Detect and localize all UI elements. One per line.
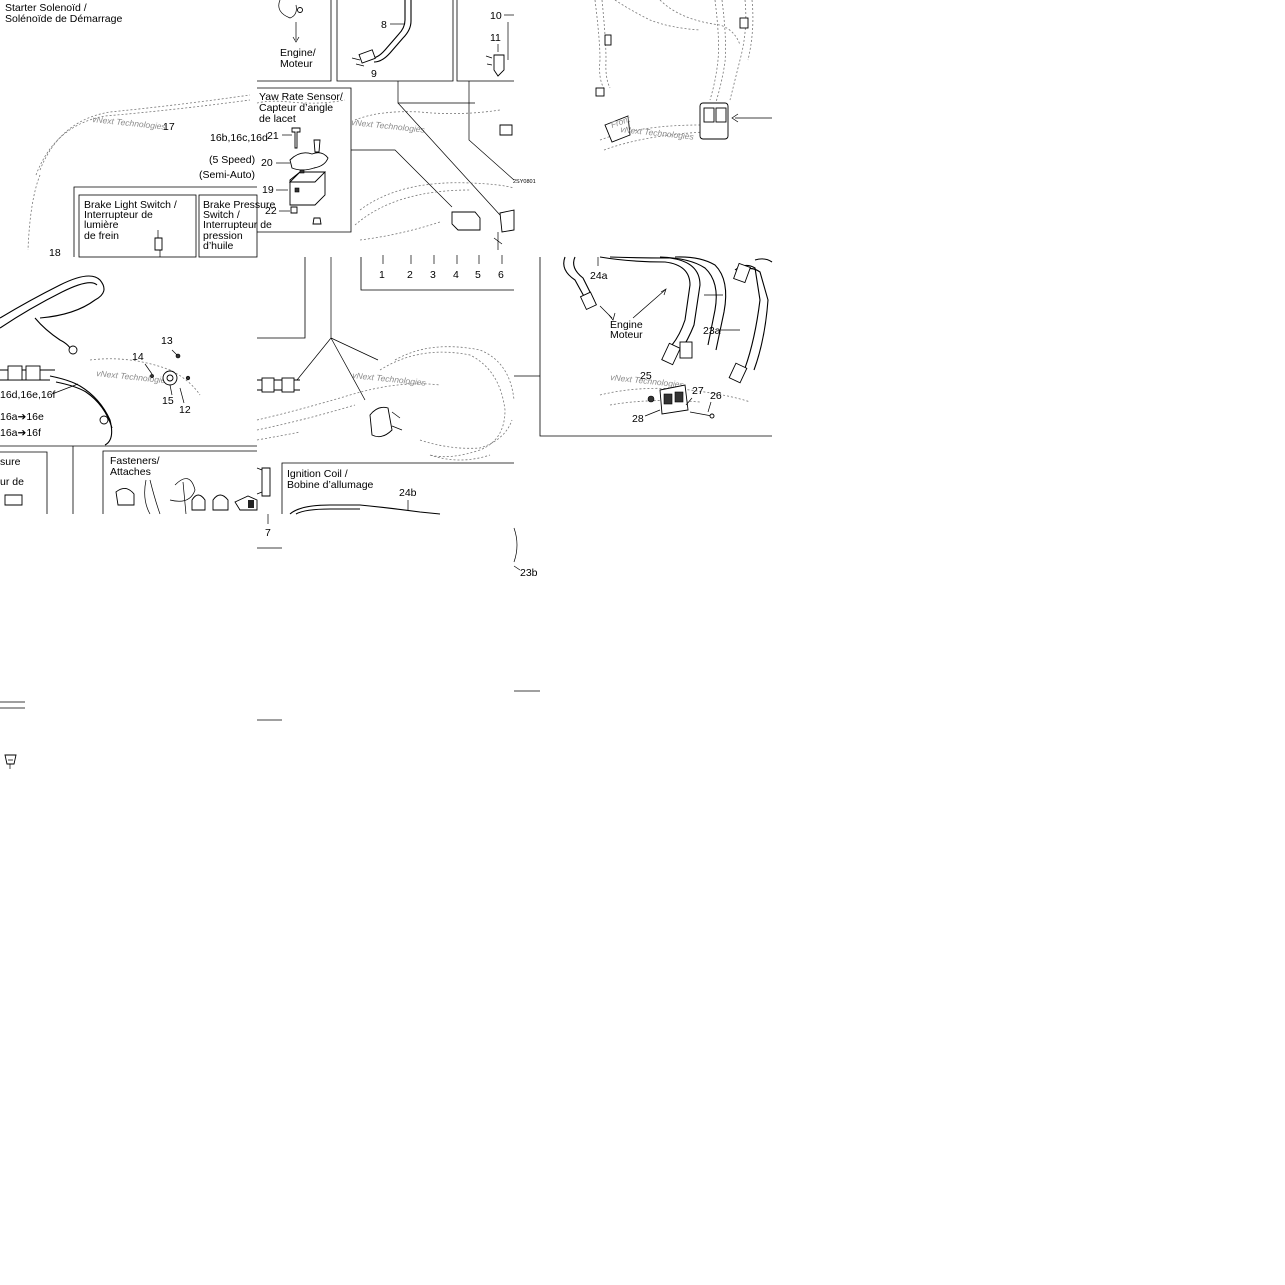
callout-10: 10 [490, 10, 502, 22]
callout-5: 5 [475, 269, 481, 281]
yaw-title-2: Capteur d’angle [259, 102, 333, 114]
callout-16def: 16d,16e,16f [0, 389, 56, 401]
tile-starter-solenoid: Starter Solenoïd / Solénoïde de Démarrag… [5, 2, 276, 259]
callout-21: 21 [267, 130, 279, 142]
callout-4: 4 [453, 269, 459, 281]
callout-24a: 24a [590, 270, 608, 282]
callout-9: 9 [371, 68, 377, 80]
semi-auto-label: (Semi-Auto) [199, 169, 255, 181]
callout-18: 18 [49, 247, 61, 259]
callout-28: 28 [632, 413, 644, 425]
watermark-3: vNext Technologies [620, 124, 695, 142]
brake-pressure-title-4: pression [203, 230, 243, 242]
engine-right-fr: Moteur [610, 329, 643, 341]
callout-23b: 23b [520, 567, 538, 579]
engine-right-en: Engine [610, 319, 643, 331]
callout-16ae: 16a➔16e [0, 411, 44, 423]
tile-engine-harness: vNext Technologies Ignition Coil / Bobin… [256, 257, 515, 515]
brake-light-title-3: lumière [84, 219, 119, 231]
callout-26: 26 [710, 390, 722, 402]
engine-label-en: Engine/ [280, 47, 316, 59]
callout-24b: 24b [399, 487, 417, 499]
starter-title-en: Starter Solenoïd / [5, 2, 87, 14]
callout-16af: 16a➔16f [0, 427, 41, 439]
fasteners-title-en: Fasteners/ [110, 455, 160, 467]
callout-22: 22 [265, 205, 277, 217]
fasteners-title-fr: Attaches [110, 466, 151, 478]
callout-3: 3 [430, 269, 436, 281]
starter-title-fr: Solénoïde de Démarrage [5, 13, 122, 25]
callout-16bcd: 16b,16c,16d [210, 132, 268, 144]
callout-12: 12 [179, 404, 191, 416]
watermark-2: vNext Technologies [351, 117, 426, 135]
watermark-5: vNext Technologies [352, 370, 427, 388]
tile-ignition-coil: 24a Engine Moteur 23a vNext Technologies… [514, 256, 773, 437]
brake-light-title-1: Brake Light Switch / [84, 199, 177, 211]
brake-pressure-title-3: Interrupteur de [203, 219, 272, 231]
pressure-cut-label-2: ur de [0, 476, 24, 488]
diagram-code: 2SY0801 [513, 179, 536, 185]
brake-pressure-title-5: d’huile [203, 240, 234, 252]
callout-8: 8 [381, 19, 387, 31]
tile-harness-middle: vNext Technologies 13 14 15 12 16d,16e,1… [0, 275, 258, 515]
speed-5-label: (5 Speed) [209, 154, 255, 166]
ignition-title-fr: Bobine d’allumage [287, 479, 374, 491]
callout-19: 19 [262, 184, 274, 196]
watermark-4: vNext Technologies [96, 368, 171, 386]
tile-fragments-bottom: 7 23b [0, 514, 540, 769]
callout-27: 27 [692, 385, 704, 397]
callout-2: 2 [407, 269, 413, 281]
callout-1: 1 [379, 269, 385, 281]
callout-7: 7 [265, 527, 271, 539]
yaw-title-3: de lacet [259, 113, 296, 125]
ignition-title-en: Ignition Coil / [287, 468, 348, 480]
callout-17: 17 [163, 121, 175, 133]
brake-pressure-title-2: Switch / [203, 209, 240, 221]
callout-15: 15 [162, 395, 174, 407]
pressure-cut-label: sure [0, 456, 21, 468]
callout-20: 20 [261, 157, 273, 169]
callout-11: 11 [490, 32, 501, 44]
brake-light-title-4: de frein [84, 230, 119, 242]
watermark: vNext Technologies [92, 114, 167, 132]
brake-pressure-title-1: Brake Pressure [203, 199, 276, 211]
engine-label-fr: Moteur [280, 58, 313, 70]
callout-25: 25 [640, 370, 652, 382]
callout-23a: 23a [703, 325, 721, 337]
callout-14: 14 [132, 351, 144, 363]
callout-6: 6 [498, 269, 504, 281]
yaw-title-1: Yaw Rate Sensor/ [259, 91, 343, 103]
tile-front-harness: Front vNext Technologies [594, 0, 772, 151]
tile-yaw-rate-sensor: Engine/ Moteur 8 9 10 11 Yaw Rate Sensor… [199, 0, 536, 291]
callout-13: 13 [161, 335, 173, 347]
brake-light-title-2: Interrupteur de [84, 209, 153, 221]
